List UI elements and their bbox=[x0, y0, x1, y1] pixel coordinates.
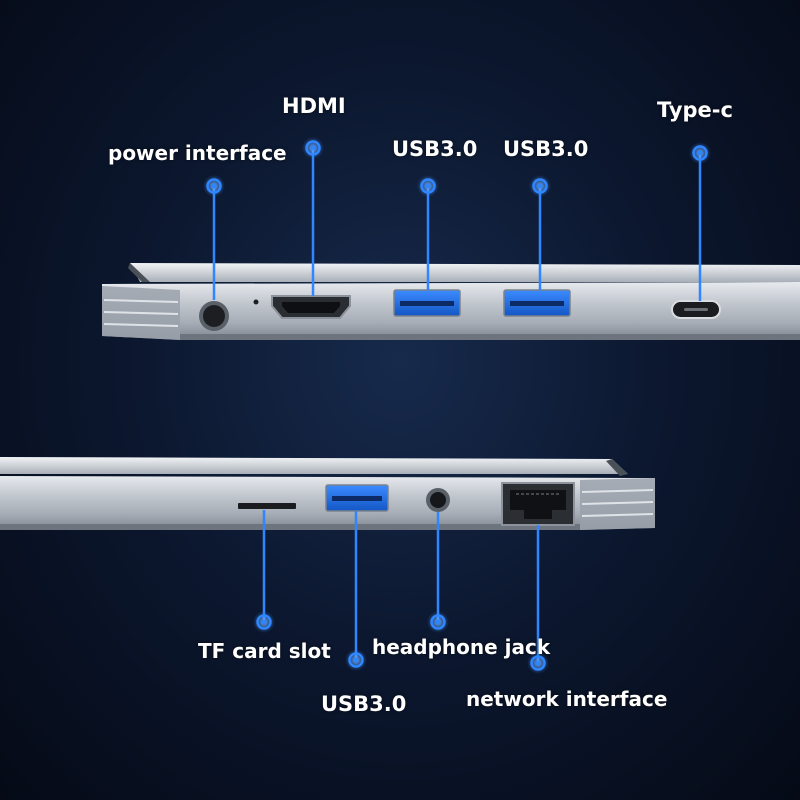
callout-dot-usb-3 bbox=[345, 649, 367, 671]
bottom-laptop-vent bbox=[581, 489, 654, 493]
callout-dots bbox=[203, 137, 711, 674]
callout-dot-type-c bbox=[689, 142, 711, 164]
label-type-c: Type-c bbox=[657, 98, 733, 122]
hdmi-port-inner bbox=[282, 302, 340, 313]
bottom-laptop-lid bbox=[0, 457, 628, 474]
callout-dot-network bbox=[527, 652, 549, 674]
bottom-laptop-hinge bbox=[606, 459, 628, 476]
bottom-laptop-vent bbox=[581, 513, 654, 517]
callout-lines bbox=[212, 148, 702, 663]
ethernet-port-clip bbox=[524, 510, 552, 519]
top-laptop-hinge bbox=[128, 263, 150, 282]
top-laptop-vent bbox=[103, 299, 179, 303]
bottom-laptop-base-line bbox=[0, 524, 580, 530]
callout-dot-hdmi bbox=[302, 137, 324, 159]
callout-dot-usb-2 bbox=[529, 175, 551, 197]
audio-jack-inner bbox=[430, 492, 446, 508]
top-laptop-vent bbox=[103, 311, 179, 315]
top-laptop-base-line bbox=[180, 334, 800, 340]
ethernet-port-cavity bbox=[510, 490, 566, 510]
callout-dot-power bbox=[203, 175, 225, 197]
usb-c-port-tongue bbox=[684, 308, 708, 311]
label-usb-3: USB3.0 bbox=[321, 692, 407, 716]
top-laptop-lid bbox=[130, 263, 800, 282]
label-hdmi: HDMI bbox=[282, 94, 346, 118]
label-power-interface: power interface bbox=[108, 141, 287, 165]
indicator-light bbox=[253, 299, 259, 305]
usb-port-tongue bbox=[400, 301, 454, 306]
dc-power-port-inner bbox=[203, 305, 225, 327]
label-usb-1: USB3.0 bbox=[392, 137, 478, 161]
sd-card-slot-icon bbox=[238, 503, 296, 509]
callout-dot-headphone bbox=[427, 611, 449, 633]
callout-dot-tf bbox=[253, 611, 275, 633]
label-headphone-jack: headphone jack bbox=[372, 635, 551, 659]
usb-port-tongue bbox=[510, 301, 564, 306]
label-network-interface: network interface bbox=[466, 687, 668, 711]
bottom-laptop-vent bbox=[581, 501, 654, 505]
top-laptop-side bbox=[102, 263, 800, 340]
callout-dot-usb-1 bbox=[417, 175, 439, 197]
top-laptop-vent bbox=[103, 323, 179, 327]
usb-port-tongue bbox=[332, 496, 382, 501]
label-tf-card-slot: TF card slot bbox=[198, 639, 331, 663]
bottom-laptop-side bbox=[0, 457, 655, 530]
label-usb-2: USB3.0 bbox=[503, 137, 589, 161]
